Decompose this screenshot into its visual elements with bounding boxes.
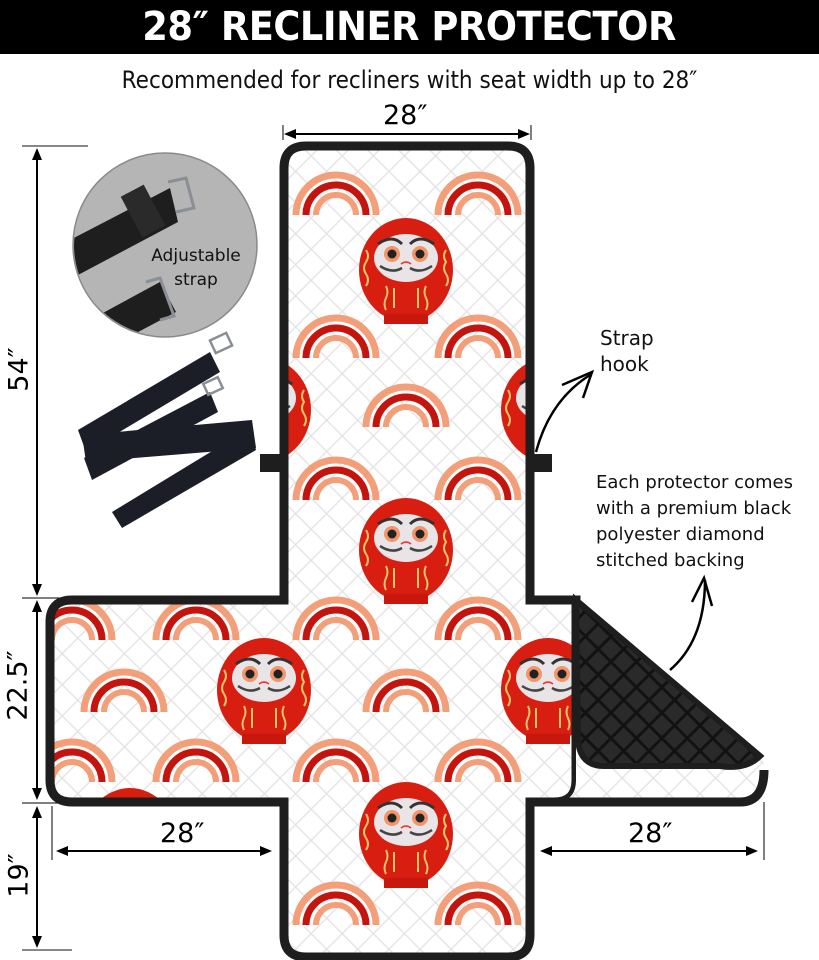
dim-top-width: 28″ (383, 100, 428, 131)
dim-left-arm-width: 28″ (160, 818, 205, 849)
backing-line-4: stitched backing (596, 550, 745, 571)
dimension-arrows (22, 125, 765, 951)
page-title: 28″ RECLINER PROTECTOR (142, 4, 677, 50)
backing-arrow-icon (669, 579, 707, 671)
loose-strap-icon (78, 331, 256, 528)
dim-footrest-length: 19″ (3, 853, 35, 898)
backing-line-2: with a premium black (596, 498, 792, 519)
strap-hook-line2: hook (600, 352, 649, 376)
subtitle: Recommended for recliners with seat widt… (121, 66, 698, 94)
strap-image-label: Adjustable strap (148, 244, 244, 292)
backing-line-1: Each protector comes (596, 472, 793, 493)
strap-hook-arrow-icon (534, 373, 591, 453)
black-backing-fold (572, 593, 765, 770)
dim-seat-depth: 22.5″ (2, 650, 34, 721)
backing-callout: Each protector comes with a premium blac… (596, 470, 793, 574)
backing-line-3: polyester diamond (596, 524, 765, 545)
strap-hook-line1: Strap (600, 326, 654, 350)
header-bar: 28″ RECLINER PROTECTOR (0, 0, 819, 54)
strap-label-line1: Adjustable (151, 246, 241, 266)
dim-right-arm-width: 28″ (628, 818, 673, 849)
strap-hook-left (260, 454, 280, 472)
strap-hook-callout: Strap hook (600, 325, 654, 377)
strap-label-line2: strap (174, 270, 218, 290)
strap-hook-right (534, 454, 552, 472)
dim-back-length: 54″ (3, 347, 35, 392)
